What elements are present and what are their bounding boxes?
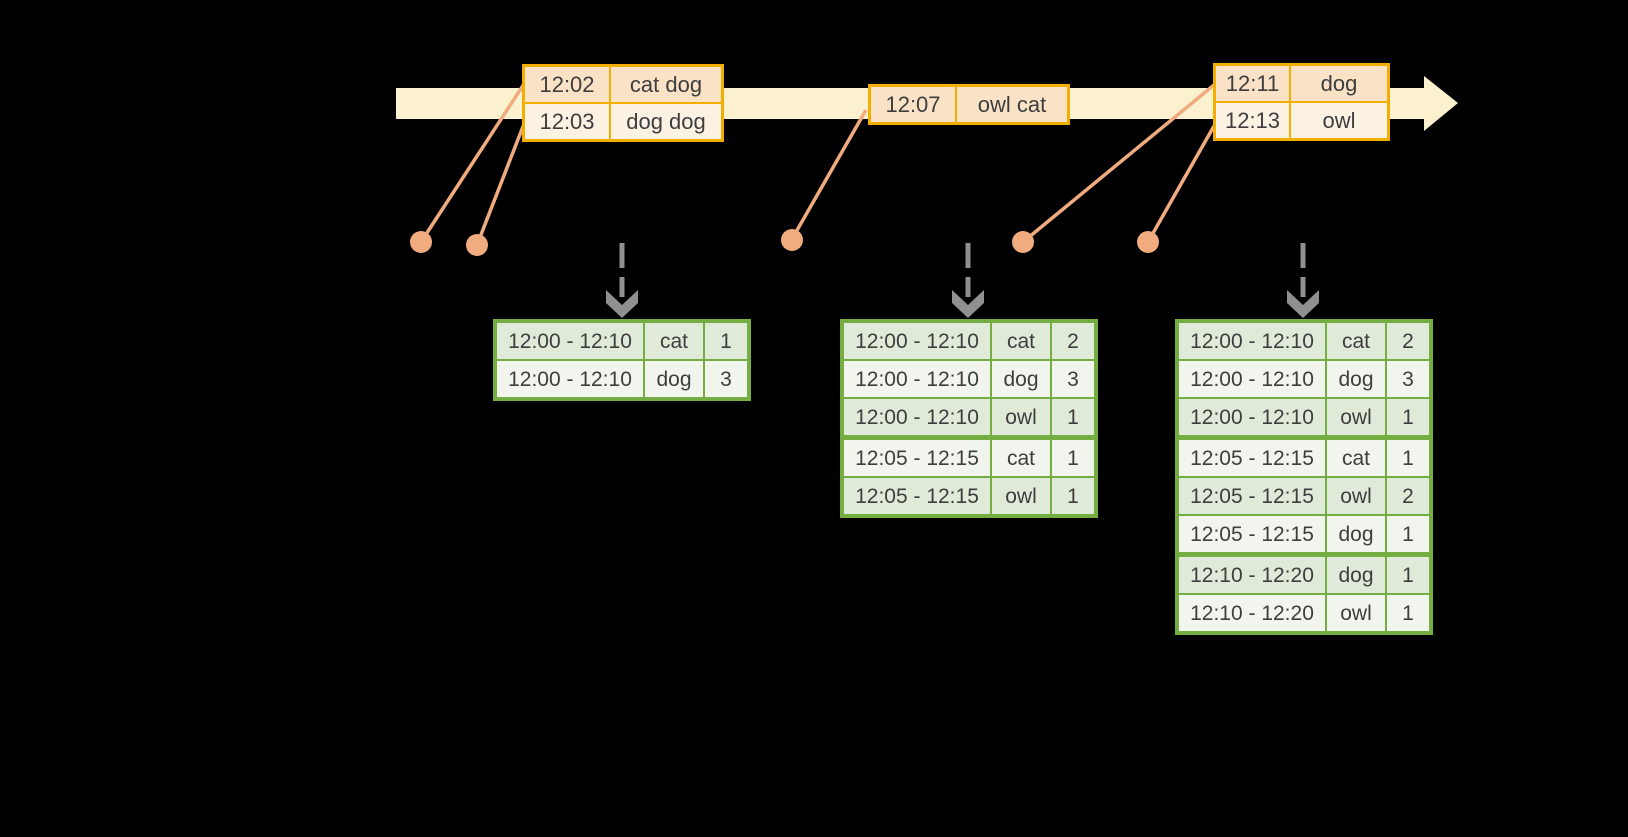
result-word-cell: dog xyxy=(1325,557,1385,593)
connector-line xyxy=(790,109,868,240)
result-word-cell: owl xyxy=(1325,399,1385,435)
result-count-cell: 1 xyxy=(703,323,747,359)
result-window-cell: 12:00 - 12:10 xyxy=(1179,361,1325,397)
result-window-cell: 12:10 - 12:20 xyxy=(1179,557,1325,593)
result-count-cell: 3 xyxy=(1385,361,1429,397)
event-dot-icon xyxy=(1012,231,1034,253)
connector-line xyxy=(1146,125,1216,243)
event-words-cell: owl cat xyxy=(955,87,1067,122)
event-time-cell: 12:03 xyxy=(525,104,609,139)
result-word-cell: owl xyxy=(1325,595,1385,631)
result-window-cell: 12:00 - 12:10 xyxy=(1179,399,1325,435)
result-count-cell: 2 xyxy=(1385,323,1429,359)
trigger-arrow-icon xyxy=(1287,243,1319,318)
result-word-cell: owl xyxy=(990,399,1050,435)
result-window-cell: 12:05 - 12:15 xyxy=(1179,516,1325,552)
event-dot-icon xyxy=(1137,231,1159,253)
result-word-cell: dog xyxy=(1325,361,1385,397)
result-count-cell: 2 xyxy=(1050,323,1094,359)
result-count-cell: 1 xyxy=(1050,399,1094,435)
event-dot-icon xyxy=(781,229,803,251)
result-window-cell: 12:05 - 12:15 xyxy=(844,478,990,514)
result-count-cell: 1 xyxy=(1385,516,1429,552)
result-count-cell: 3 xyxy=(703,361,747,397)
result-window-cell: 12:10 - 12:20 xyxy=(1179,595,1325,631)
result-window-cell: 12:00 - 12:10 xyxy=(497,361,643,397)
event-words-cell: cat dog xyxy=(609,67,721,102)
event-time-cell: 12:07 xyxy=(871,87,955,122)
event-words-cell: dog dog xyxy=(609,104,721,139)
event-time-cell: 12:11 xyxy=(1216,66,1289,101)
result-count-cell: 1 xyxy=(1385,595,1429,631)
result-window-cell: 12:00 - 12:10 xyxy=(497,323,643,359)
connector-line xyxy=(475,123,526,246)
result-window-cell: 12:00 - 12:10 xyxy=(844,323,990,359)
result-word-cell: cat xyxy=(990,323,1050,359)
result-window-cell: 12:05 - 12:15 xyxy=(1179,440,1325,476)
result-window-cell: 12:05 - 12:15 xyxy=(844,440,990,476)
result-count-cell: 1 xyxy=(1050,440,1094,476)
result-word-cell: owl xyxy=(1325,478,1385,514)
event-time-cell: 12:13 xyxy=(1216,103,1289,138)
result-word-cell: dog xyxy=(990,361,1050,397)
event-dot-icon xyxy=(466,234,488,256)
result-window-cell: 12:05 - 12:15 xyxy=(1179,478,1325,514)
result-word-cell: owl xyxy=(990,478,1050,514)
event-words-cell: owl xyxy=(1289,103,1387,138)
result-word-cell: cat xyxy=(1325,323,1385,359)
event-dot-icon xyxy=(410,231,432,253)
result-word-cell: dog xyxy=(1325,516,1385,552)
result-count-cell: 1 xyxy=(1385,399,1429,435)
result-word-cell: dog xyxy=(643,361,703,397)
connector-line xyxy=(419,83,526,243)
trigger-arrows xyxy=(606,243,1319,318)
trigger-arrow-icon xyxy=(952,243,984,318)
event-time-cell: 12:02 xyxy=(525,67,609,102)
event-connector-lines xyxy=(419,83,1216,246)
result-count-cell: 1 xyxy=(1385,557,1429,593)
result-word-cell: cat xyxy=(990,440,1050,476)
result-window-cell: 12:00 - 12:10 xyxy=(844,361,990,397)
result-window-cell: 12:00 - 12:10 xyxy=(1179,323,1325,359)
timeline-arrowhead-icon xyxy=(1424,76,1458,131)
trigger-arrow-icon xyxy=(606,243,638,318)
event-words-cell: dog xyxy=(1289,66,1387,101)
connector-line xyxy=(1021,83,1216,244)
result-word-cell: cat xyxy=(643,323,703,359)
result-count-cell: 1 xyxy=(1385,440,1429,476)
result-count-cell: 1 xyxy=(1050,478,1094,514)
result-count-cell: 3 xyxy=(1050,361,1094,397)
result-window-cell: 12:00 - 12:10 xyxy=(844,399,990,435)
event-dots xyxy=(410,229,1159,256)
result-count-cell: 2 xyxy=(1385,478,1429,514)
result-word-cell: cat xyxy=(1325,440,1385,476)
